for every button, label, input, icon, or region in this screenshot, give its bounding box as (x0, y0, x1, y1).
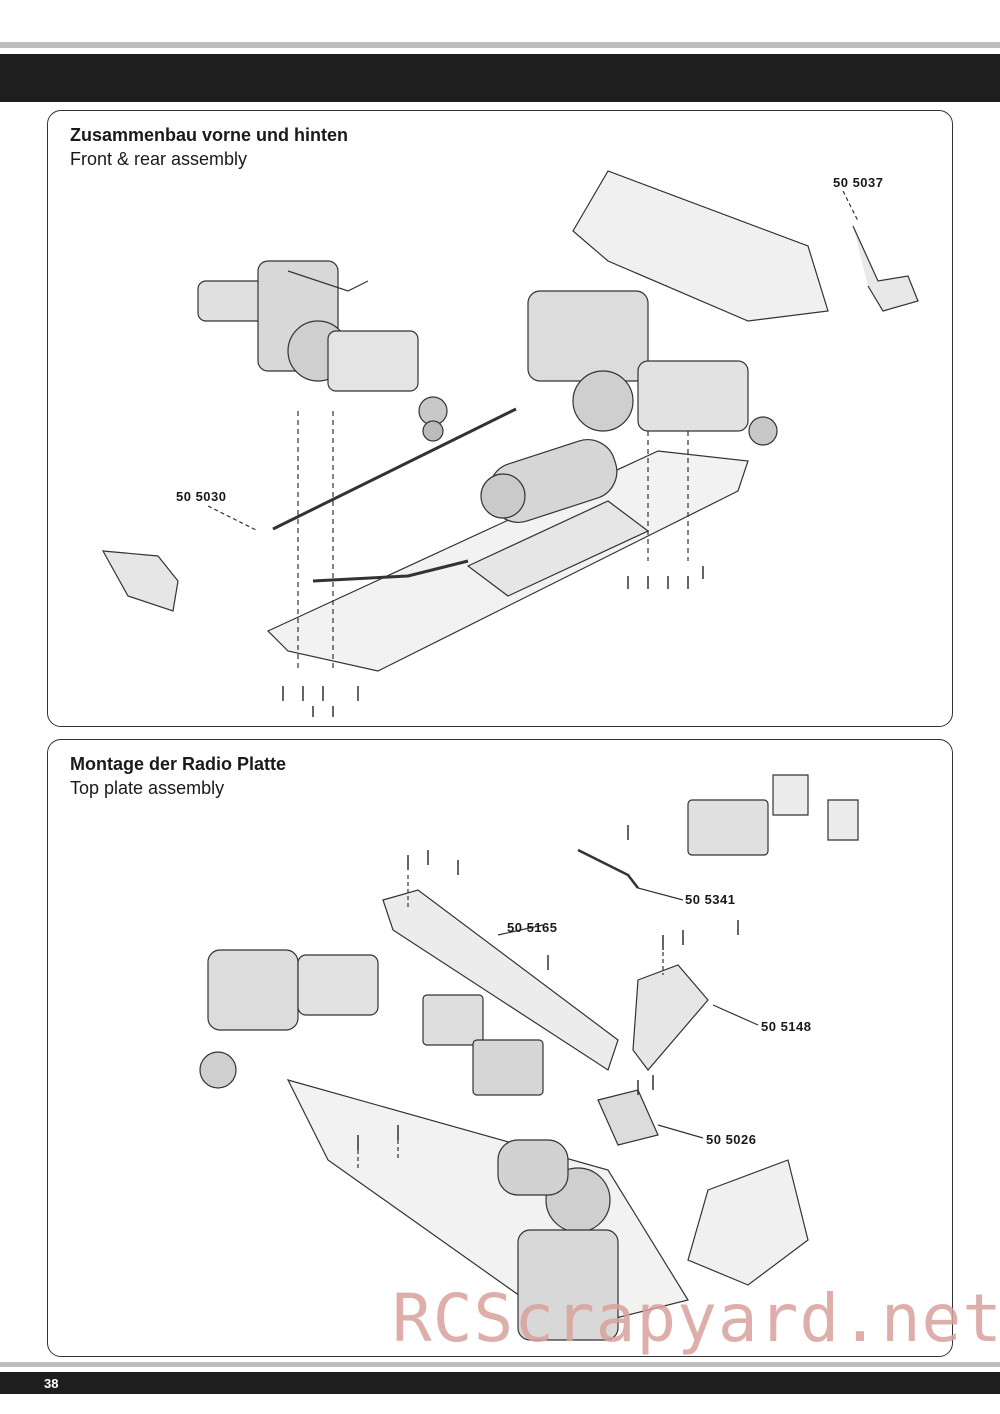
page-number: 38 (44, 1376, 59, 1391)
rear-wing (687, 1159, 809, 1286)
section1-title-en: Front & rear assembly (70, 149, 248, 169)
section1-title-de: Zusammenbau vorne und hinten (70, 125, 349, 145)
rear-wing (572, 170, 829, 322)
section2-title-de: Montage der Radio Platte (70, 754, 287, 774)
battery-box (472, 1039, 544, 1096)
part-number-50-5341: 50 5341 (685, 892, 736, 907)
footer-rule (0, 1362, 1000, 1367)
rear-mount (597, 1089, 659, 1146)
motor (497, 1139, 569, 1196)
servo (687, 799, 769, 856)
front-assembly (197, 260, 448, 442)
servo-link (577, 848, 639, 889)
front-rear-assembly-panel: Zusammenbau vorne und hinten Front & rea… (47, 110, 953, 727)
front-rear-assembly-drawing (101, 170, 919, 717)
part-number-50-5165: 50 5165 (507, 920, 558, 935)
drive-shaft (272, 407, 517, 531)
section2-title-en: Top plate assembly (70, 778, 225, 798)
front-end (199, 949, 379, 1089)
header-rule (0, 42, 1000, 48)
wing-mount (852, 225, 919, 312)
servo-mounts (772, 774, 859, 841)
top-plate-assembly-panel: Montage der Radio Platte Top plate assem… (47, 739, 953, 1357)
part-number-50-5030: 50 5030 (176, 489, 227, 504)
watermark-text: RCScrapyard.net (392, 1280, 1000, 1357)
footer-band (0, 1372, 1000, 1394)
top-plate (382, 889, 619, 1071)
rear-assembly (527, 170, 829, 446)
battery-cover (632, 964, 709, 1071)
motor (480, 439, 618, 523)
part-number-50-5037: 50 5037 (833, 175, 884, 190)
part-number-50-5148: 50 5148 (761, 1019, 812, 1034)
top-plate-assembly-drawing (199, 774, 859, 1341)
front-skid (101, 550, 179, 612)
header-band (0, 54, 1000, 102)
steering-linkage (312, 559, 469, 583)
receiver-box (422, 994, 484, 1046)
part-number-50-5026: 50 5026 (706, 1132, 757, 1147)
